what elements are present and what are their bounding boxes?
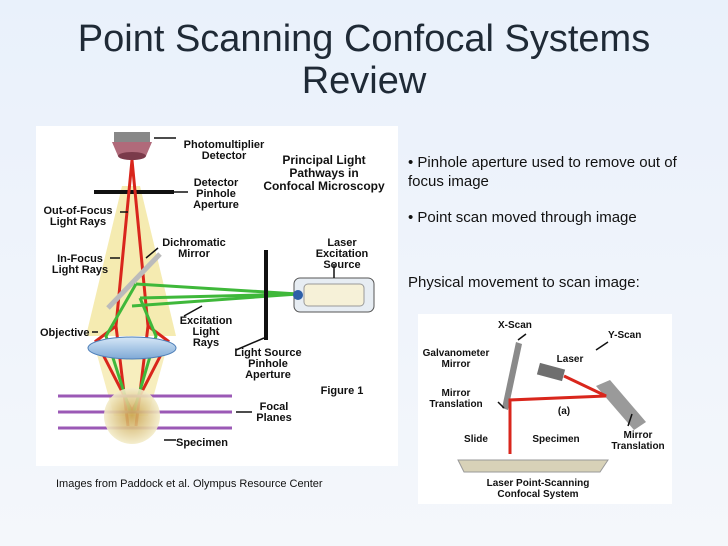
scan-subheading: Physical movement to scan image: (408, 274, 640, 291)
title-line-1: Point Scanning Confocal Systems (77, 18, 651, 60)
slide-title: Point Scanning Confocal Systems Review (0, 18, 728, 102)
bullet-1: • Pinhole aperture used to remove out of… (408, 154, 677, 190)
label-y-scan: Y-Scan (608, 330, 641, 341)
laser-excitation-source (293, 277, 375, 313)
image-credit: Images from Paddock et al. Olympus Resou… (56, 478, 323, 490)
label-laser: Laser (557, 354, 584, 365)
label-slide: Slide (464, 434, 488, 445)
title-line-2: Review (301, 60, 427, 102)
label-panel-a: (a) (558, 406, 570, 417)
specimen-sample (104, 388, 160, 444)
figure-1-label: Figure 1 (321, 385, 364, 397)
label-objective: Objective (40, 327, 90, 339)
galvanometer-mirror (502, 342, 522, 410)
label-specimen: Specimen (176, 437, 228, 449)
green-excitation-rays (104, 282, 299, 412)
dichromatic-mirror (106, 252, 162, 310)
photomultiplier-detector (112, 132, 152, 160)
label-x-scan: X-Scan (498, 320, 532, 331)
objective-lens (87, 336, 177, 360)
laser-beam (508, 374, 607, 454)
bullet-2: • Point scan moved through image (408, 209, 637, 226)
label-specimen-2: Specimen (532, 434, 579, 445)
laser-unit (536, 362, 566, 382)
bullet-2-text: Point scan moved through image (417, 209, 637, 226)
bullet-1-text: Pinhole aperture used to remove out of f… (408, 154, 677, 190)
slide-plate (457, 459, 609, 473)
translation-mirror (596, 380, 646, 430)
